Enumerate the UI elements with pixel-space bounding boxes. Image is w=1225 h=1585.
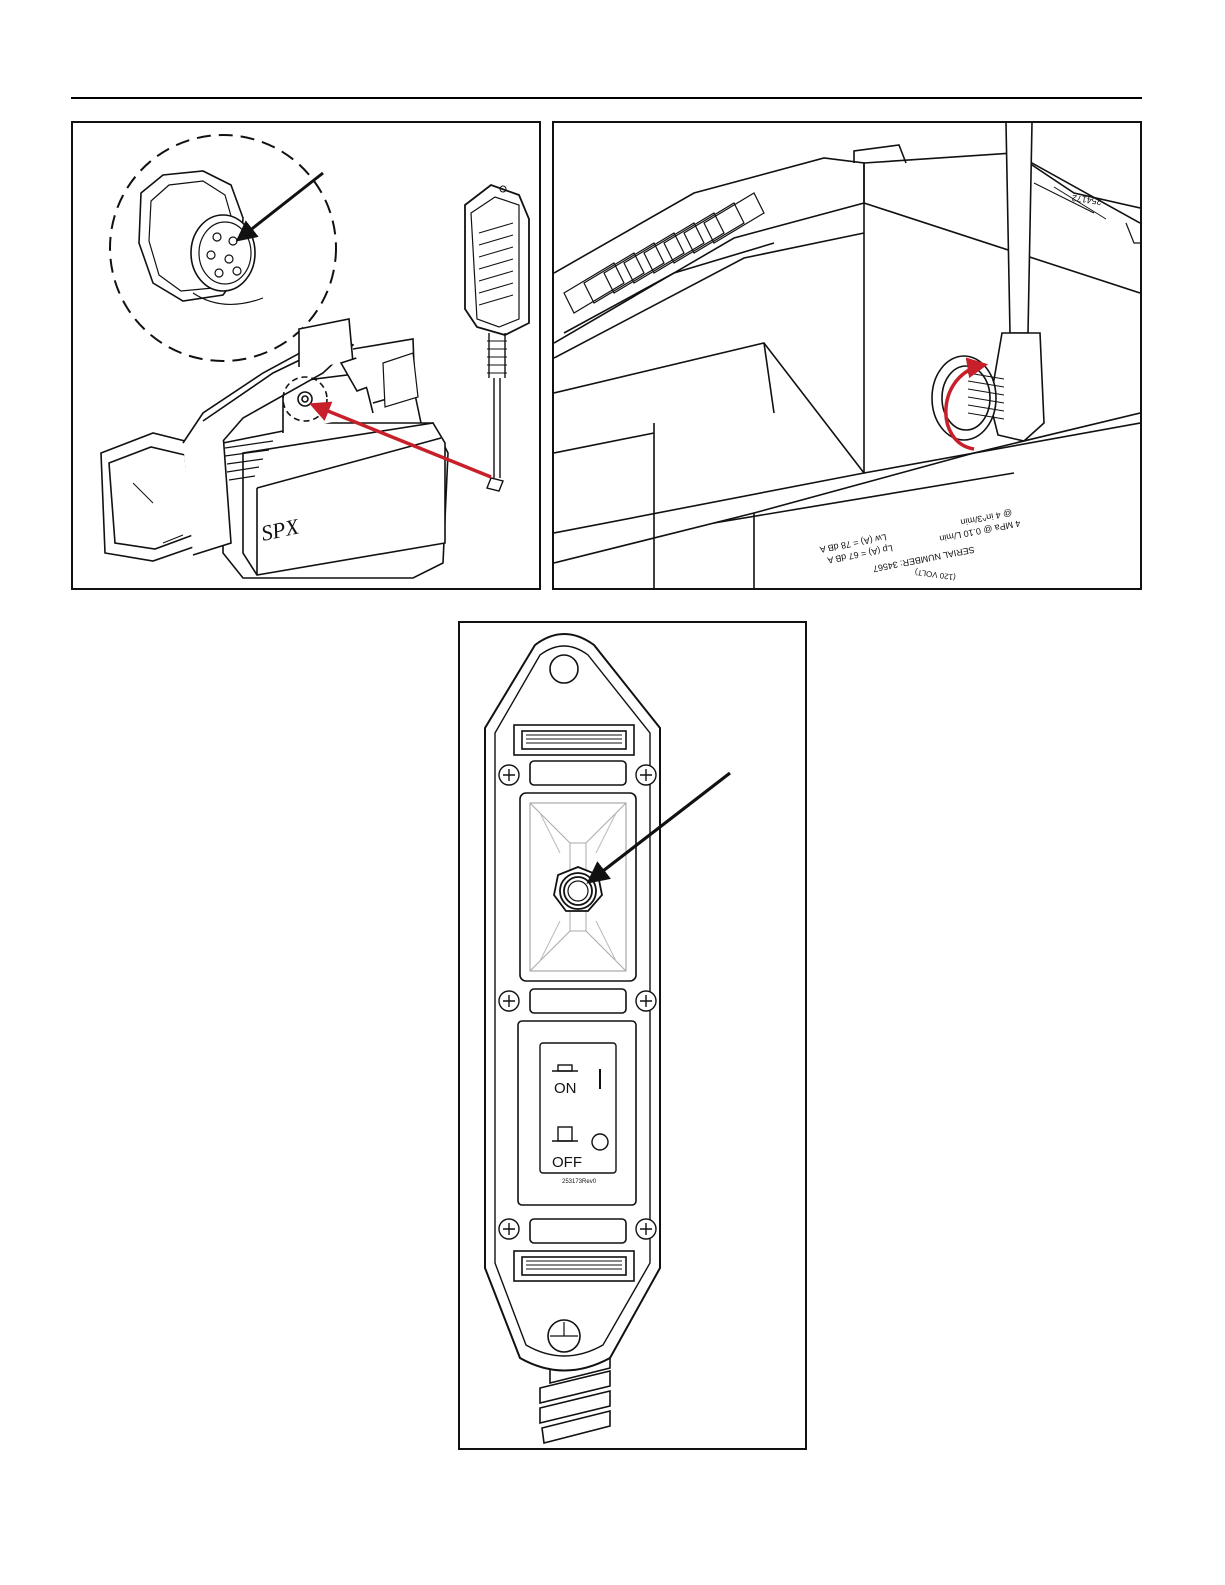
figure-remote-pendant-detail: ON OFF 253173Rev0 xyxy=(458,621,807,1450)
header-rule xyxy=(71,97,1142,99)
screw-icon xyxy=(636,1219,656,1239)
remote-pendant-illustration xyxy=(465,185,529,491)
off-symbol-icon xyxy=(592,1134,608,1150)
receptacle-detail-callout xyxy=(110,135,336,361)
screw-icon xyxy=(499,991,519,1011)
switch-part-number: 253173Rev0 xyxy=(562,1179,597,1185)
part-number-text: 254172 xyxy=(1071,193,1102,207)
pushbutton-icon[interactable] xyxy=(554,867,602,911)
on-label: ON xyxy=(554,1080,577,1097)
pump-top-view-illustration xyxy=(554,145,1140,588)
screw-icon xyxy=(499,765,519,785)
power-switch[interactable] xyxy=(518,1021,636,1205)
screw-icon xyxy=(636,991,656,1011)
figure-pump-remote-connection: SPX xyxy=(71,121,541,590)
off-label: OFF xyxy=(552,1154,582,1171)
figure-antenna-install: SERIAL NUMBER: 34567 4 MPa @ 0.10 L/min … xyxy=(552,121,1142,590)
screw-icon xyxy=(499,1219,519,1239)
screw-icon xyxy=(636,765,656,785)
bottom-grip-slot xyxy=(514,1251,634,1281)
voltage-text: (120 VOLT) xyxy=(914,567,956,582)
top-grip-slot xyxy=(514,725,634,755)
